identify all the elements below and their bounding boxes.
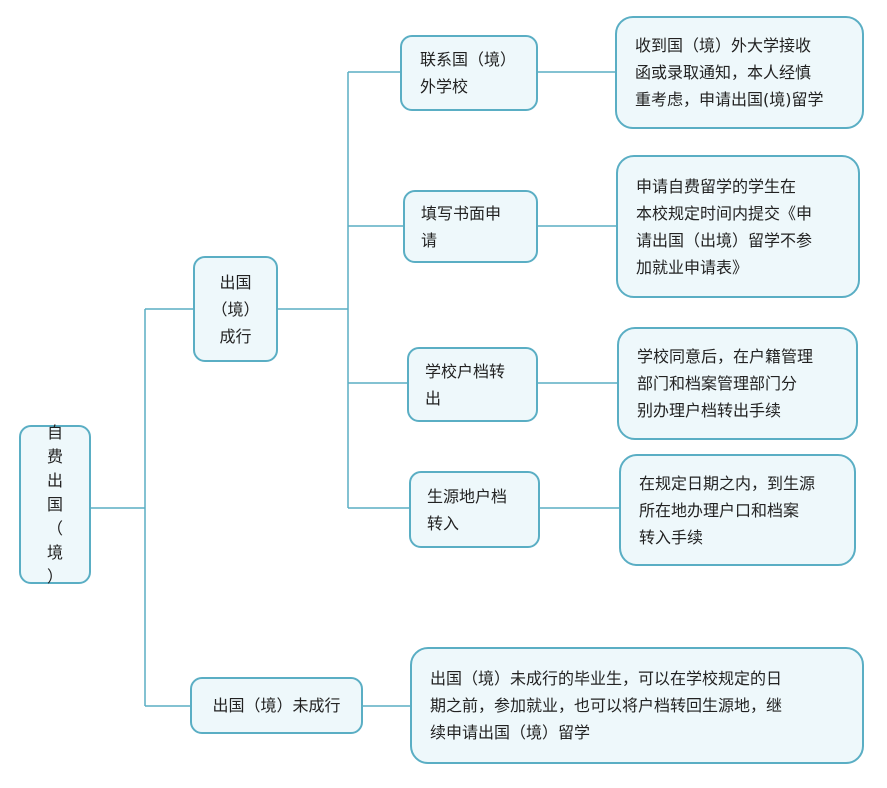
- branch-label: 出国 （境） 成行: [211, 272, 260, 346]
- root-label: 自 费 出 国 （ 境 ）: [46, 422, 63, 586]
- step-label: 学校户档转 出: [425, 361, 506, 408]
- desc-text: 出国（境）未成行的毕业生，可以在学校规定的日 期之前，参加就业，也可以将户档转回…: [430, 669, 783, 742]
- step-transfer-in: 生源地户档 转入: [409, 471, 540, 548]
- step-contact-school: 联系国（境） 外学校: [400, 35, 538, 111]
- desc-text: 在规定日期之内，到生源 所在地办理户口和档案 转入手续: [639, 473, 816, 547]
- branch-departed: 出国 （境） 成行: [193, 256, 278, 362]
- step-label: 生源地户档 转入: [427, 486, 508, 533]
- step-written-application: 填写书面申 请: [403, 190, 538, 263]
- step-label: 联系国（境） 外学校: [420, 50, 517, 96]
- step-transfer-out: 学校户档转 出: [407, 347, 538, 422]
- root-node: 自 费 出 国 （ 境 ）: [19, 423, 91, 586]
- desc-not-departed: 出国（境）未成行的毕业生，可以在学校规定的日 期之前，参加就业，也可以将户档转回…: [410, 647, 864, 764]
- step-label: 填写书面申 请: [421, 203, 502, 250]
- branch-label: 出国（境）未成行: [212, 696, 341, 715]
- desc-text: 学校同意后，在户籍管理 部门和档案管理部门分 别办理户档转出手续: [637, 347, 814, 420]
- desc-text: 收到国（境）外大学接收 函或录取通知，本人经慎 重考虑，申请出国(境)留学: [635, 36, 824, 109]
- desc-text: 申请自费留学的学生在 本校规定时间内提交《申 请出国（出境）留学不参 加就业申请…: [636, 176, 813, 277]
- desc-transfer-in: 在规定日期之内，到生源 所在地办理户口和档案 转入手续: [619, 454, 856, 566]
- desc-written-application: 申请自费留学的学生在 本校规定时间内提交《申 请出国（出境）留学不参 加就业申请…: [616, 155, 860, 298]
- desc-transfer-out: 学校同意后，在户籍管理 部门和档案管理部门分 别办理户档转出手续: [617, 327, 858, 440]
- desc-contact-school: 收到国（境）外大学接收 函或录取通知，本人经慎 重考虑，申请出国(境)留学: [615, 16, 864, 129]
- branch-not-departed: 出国（境）未成行: [190, 677, 363, 734]
